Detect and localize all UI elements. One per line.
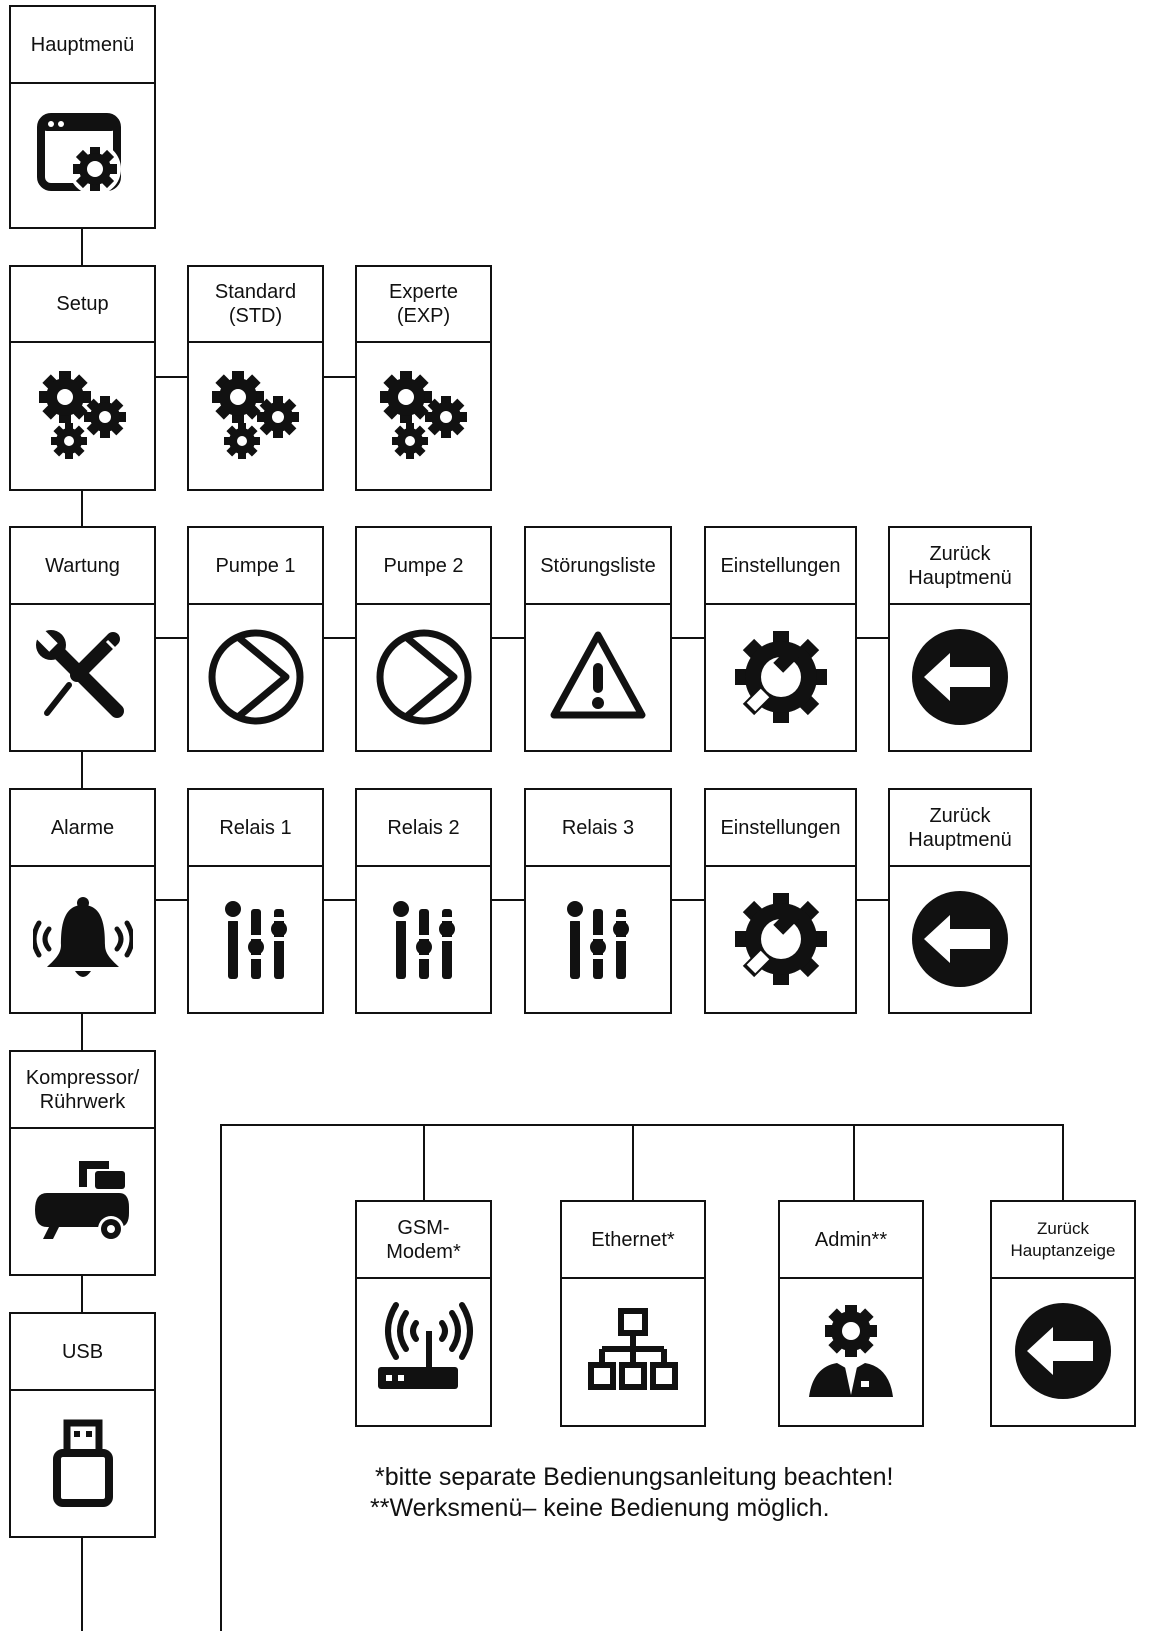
back-arrow-icon: [890, 865, 1030, 1012]
menu-label: USB: [11, 1314, 154, 1391]
sliders-icon: [189, 865, 322, 1012]
menu-box-usb[interactable]: USB: [9, 1312, 156, 1538]
menu-box-einstellungen-wartung[interactable]: Einstellungen: [704, 526, 857, 752]
footnote-factory-menu: **Werksmenü– keine Bedienung möglich.: [370, 1494, 830, 1522]
menu-box-setup[interactable]: Setup: [9, 265, 156, 491]
connector-line: [632, 1124, 634, 1202]
menu-box-alarme[interactable]: Alarme: [9, 788, 156, 1014]
menu-box-standard[interactable]: Standard (STD): [187, 265, 324, 491]
menu-box-relais1[interactable]: Relais 1: [187, 788, 324, 1014]
connector-line: [322, 376, 358, 378]
sliders-icon: [357, 865, 490, 1012]
connector-line: [853, 1124, 855, 1202]
usb-icon: [11, 1389, 154, 1536]
menu-label: Relais 1: [189, 790, 322, 867]
sliders-icon: [526, 865, 670, 1012]
pump-icon: [357, 603, 490, 750]
menu-label: Standard (STD): [189, 267, 322, 343]
gears-icon: [357, 341, 490, 489]
connector-line: [322, 899, 358, 901]
connector-line: [81, 489, 83, 529]
connector-line: [81, 1012, 83, 1052]
gears-icon: [189, 341, 322, 489]
wrench-gear-icon: [706, 865, 855, 1012]
compressor-icon: [11, 1127, 154, 1274]
menu-box-wartung[interactable]: Wartung: [9, 526, 156, 752]
tools-icon: [11, 603, 154, 750]
menu-box-pumpe1[interactable]: Pumpe 1: [187, 526, 324, 752]
back-arrow-icon: [992, 1277, 1134, 1425]
bracket-line: [220, 1124, 1064, 1126]
network-icon: [562, 1277, 704, 1425]
menu-label: Ethernet*: [562, 1202, 704, 1279]
menu-box-relais2[interactable]: Relais 2: [355, 788, 492, 1014]
connector-line: [490, 637, 526, 639]
menu-label: Admin**: [780, 1202, 922, 1279]
menu-label: Zurück Hauptmenü: [890, 528, 1030, 605]
back-arrow-icon: [890, 603, 1030, 750]
menu-label: Einstellungen: [706, 790, 855, 867]
gears-icon: [11, 341, 154, 489]
menu-box-relais3[interactable]: Relais 3: [524, 788, 672, 1014]
connector-line: [154, 899, 190, 901]
admin-icon: [780, 1277, 922, 1425]
connector-line: [855, 637, 891, 639]
menu-box-zurueck-hauptanzeige[interactable]: Zurück Hauptanzeige: [990, 1200, 1136, 1427]
menu-box-zurueck-hauptmenu-1[interactable]: Zurück Hauptmenü: [888, 526, 1032, 752]
connector-line: [423, 1124, 425, 1202]
menu-box-hauptmenu[interactable]: Hauptmenü: [9, 5, 156, 229]
menu-box-einstellungen-alarme[interactable]: Einstellungen: [704, 788, 857, 1014]
connector-line: [154, 376, 190, 378]
window-gear-icon: [11, 82, 154, 227]
connector-line: [81, 1274, 83, 1314]
connector-line: [81, 1535, 83, 1631]
menu-label: GSM- Modem*: [357, 1202, 490, 1279]
menu-label: Störungsliste: [526, 528, 670, 605]
menu-label: Wartung: [11, 528, 154, 605]
menu-label: Zurück Hauptanzeige: [992, 1202, 1134, 1279]
connector-line: [154, 637, 190, 639]
menu-label: Kompressor/ Rührwerk: [11, 1052, 154, 1129]
menu-label: Pumpe 1: [189, 528, 322, 605]
bell-icon: [11, 865, 154, 1012]
connector-line: [1062, 1124, 1064, 1202]
connector-line: [855, 899, 891, 901]
menu-box-zurueck-hauptmenu-2[interactable]: Zurück Hauptmenü: [888, 788, 1032, 1014]
menu-box-experte[interactable]: Experte (EXP): [355, 265, 492, 491]
wrench-gear-icon: [706, 603, 855, 750]
warning-icon: [526, 603, 670, 750]
bracket-line: [220, 1124, 222, 1631]
footnote-separate-manual: *bitte separate Bedienungsanleitung beac…: [375, 1463, 894, 1491]
menu-label: Pumpe 2: [357, 528, 490, 605]
connector-line: [81, 750, 83, 790]
menu-label: Einstellungen: [706, 528, 855, 605]
menu-box-admin[interactable]: Admin**: [778, 1200, 924, 1427]
menu-box-kompressor[interactable]: Kompressor/ Rührwerk: [9, 1050, 156, 1276]
connector-line: [670, 899, 706, 901]
connector-line: [81, 227, 83, 267]
pump-icon: [189, 603, 322, 750]
menu-label: Relais 3: [526, 790, 670, 867]
menu-label: Zurück Hauptmenü: [890, 790, 1030, 867]
router-icon: [357, 1277, 490, 1425]
menu-label: Setup: [11, 267, 154, 343]
menu-label: Hauptmenü: [11, 7, 154, 84]
connector-line: [670, 637, 706, 639]
menu-label: Relais 2: [357, 790, 490, 867]
menu-box-ethernet[interactable]: Ethernet*: [560, 1200, 706, 1427]
connector-line: [490, 899, 526, 901]
menu-box-gsm-modem[interactable]: GSM- Modem*: [355, 1200, 492, 1427]
menu-label: Experte (EXP): [357, 267, 490, 343]
connector-line: [322, 637, 358, 639]
menu-label: Alarme: [11, 790, 154, 867]
menu-box-stoerungsliste[interactable]: Störungsliste: [524, 526, 672, 752]
menu-box-pumpe2[interactable]: Pumpe 2: [355, 526, 492, 752]
